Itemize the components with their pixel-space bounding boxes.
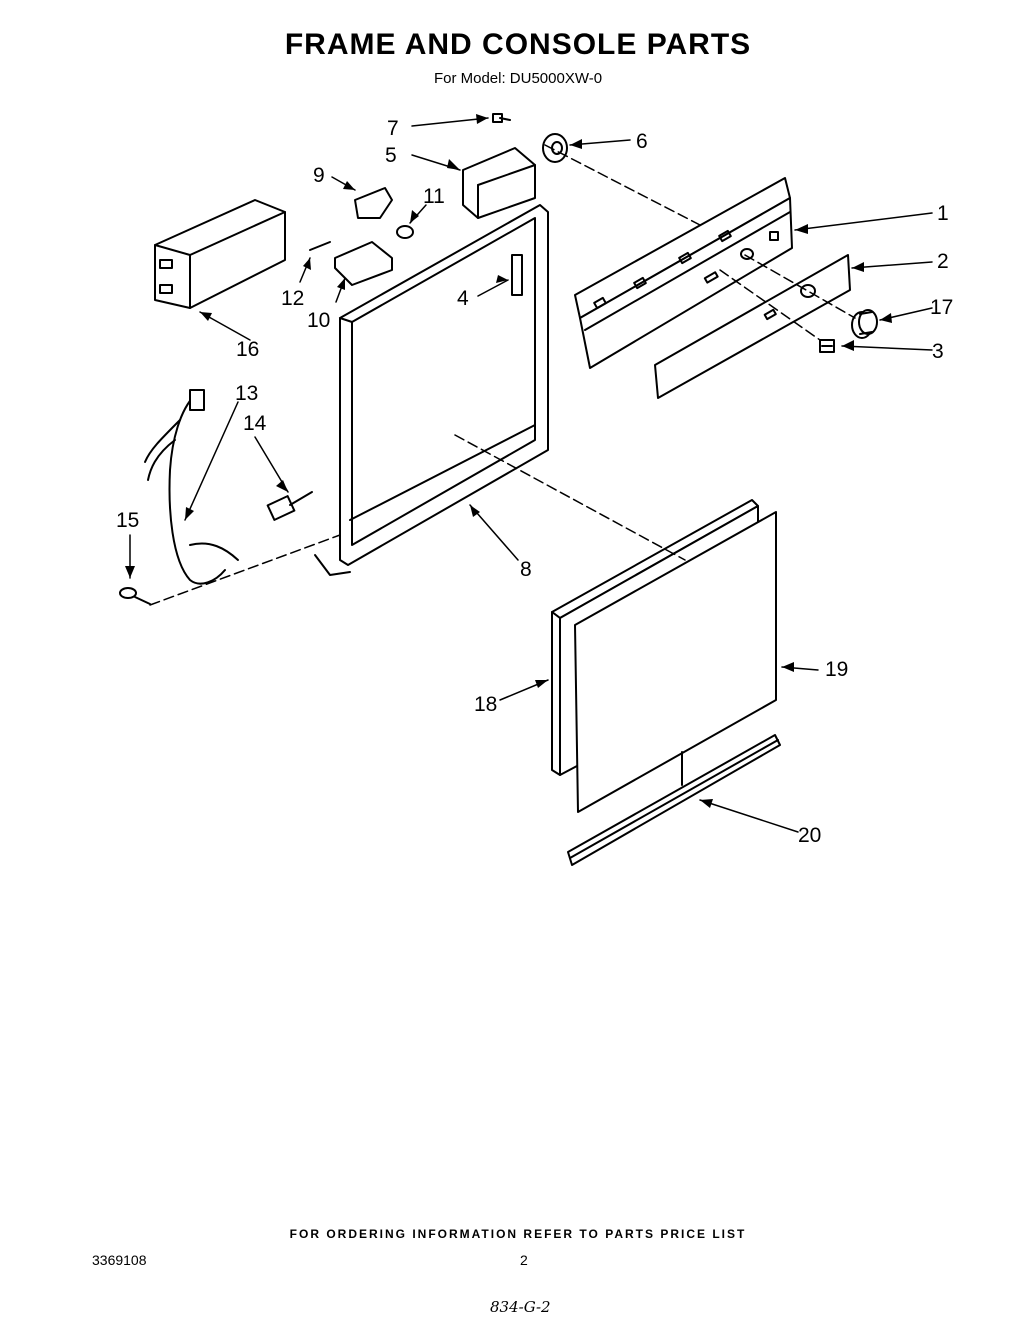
arrowheads (125, 114, 892, 808)
callout-1: 1 (937, 202, 949, 225)
callout-14: 14 (243, 412, 267, 435)
callout-15: 15 (116, 509, 139, 532)
ordering-note: FOR ORDERING INFORMATION REFER TO PARTS … (289, 1227, 747, 1241)
callout-10: 10 (307, 309, 330, 332)
console-panel-part (574, 177, 793, 369)
callout-9: 9 (313, 164, 325, 187)
model-subtitle: For Model: DU5000XW-0 (433, 70, 603, 87)
callout-13: 13 (235, 382, 258, 405)
callout-12: 12 (281, 287, 304, 310)
wire-harness-part (119, 389, 313, 605)
exploded-view-guide-lines (149, 144, 856, 606)
leader-arrows (129, 117, 933, 833)
callout-2: 2 (937, 250, 949, 273)
page-number: 2 (520, 1252, 528, 1268)
callout-11: 11 (423, 185, 445, 208)
control-insert-part (654, 254, 851, 399)
callout-6: 6 (636, 130, 648, 153)
document-number: 3369108 (92, 1252, 147, 1268)
page-title: FRAME AND CONSOLE PARTS (284, 28, 752, 61)
door-frame-part (314, 204, 549, 576)
callout-5: 5 (385, 144, 397, 167)
callout-7: 7 (387, 117, 399, 140)
callout-16: 16 (236, 338, 259, 361)
handwritten-code: 834-G-2 (490, 1298, 551, 1316)
bracket-part (154, 199, 286, 309)
callout-20: 20 (798, 824, 821, 847)
callout-19: 19 (825, 658, 848, 681)
callout-18: 18 (474, 693, 497, 716)
outer-door-panel-part (574, 511, 777, 813)
callout-4: 4 (457, 287, 469, 310)
knob-part (851, 309, 878, 339)
clip-part (819, 339, 835, 353)
callout-8: 8 (520, 558, 532, 581)
trim-strip-part (567, 734, 781, 866)
callout-labels: 1 2 3 4 5 6 7 8 9 10 11 12 13 14 15 16 1… (116, 117, 953, 847)
latch-parts (309, 187, 414, 286)
callout-3: 3 (932, 340, 944, 363)
switch-assembly-part (462, 113, 568, 219)
callout-17: 17 (930, 296, 953, 319)
